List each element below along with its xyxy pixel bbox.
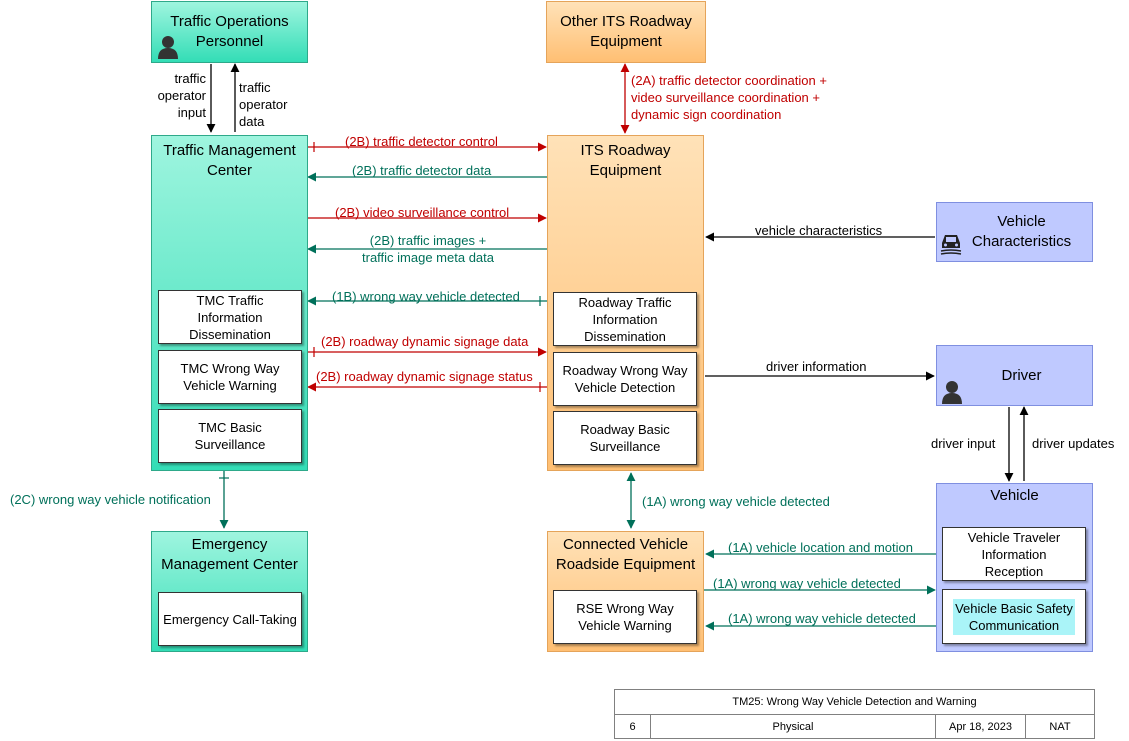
flow-label-2c: (2C) wrong way vehicle notification — [10, 492, 211, 507]
node-title: Vehicle — [990, 487, 1039, 504]
vehicle-basic-safety-communication[interactable]: Vehicle Basic Safety Communication — [942, 589, 1086, 644]
roadway-traffic-information-dissemination[interactable]: Roadway Traffic Information Disseminatio… — [553, 292, 697, 346]
roadway-wrong-way-vehicle-detection[interactable]: Roadway Wrong Way Vehicle Detection — [553, 352, 697, 406]
flow-label-driver-updates: driver updates — [1032, 436, 1115, 451]
flow-label-sign-status: (2B) roadway dynamic signage status — [316, 369, 533, 384]
node-title: Connected Vehicle Roadside Equipment — [555, 536, 696, 573]
roadway-basic-surveillance[interactable]: Roadway Basic Surveillance — [553, 411, 697, 465]
other-its-roadway-equipment-node[interactable]: Other ITS Roadway Equipment — [546, 1, 706, 63]
footer-view: Physical — [651, 715, 936, 739]
flow-label-operator-data: traffic operator data — [239, 80, 288, 129]
car-icon — [940, 235, 962, 255]
node-title: Traffic Management Center — [163, 142, 296, 179]
flow-label-det-ctrl: (2B) traffic detector control — [345, 134, 498, 149]
node-title: ITS Roadway Equipment — [580, 142, 671, 179]
tmc-basic-surveillance[interactable]: TMC Basic Surveillance — [158, 409, 302, 463]
vehicle-characteristics-node[interactable]: Vehicle Characteristics — [936, 202, 1093, 262]
emergency-call-taking[interactable]: Emergency Call-Taking — [158, 592, 302, 646]
flow-label-1b: (1B) wrong way vehicle detected — [332, 289, 520, 304]
flow-label-driver-info: driver information — [766, 359, 867, 374]
tmc-wrong-way-vehicle-warning[interactable]: TMC Wrong Way Vehicle Warning — [158, 350, 302, 404]
flow-label-sign-data: (2B) roadway dynamic signage data — [321, 334, 529, 349]
flow-label-driver-input: driver input — [931, 436, 996, 451]
flow-label-1a-to-rse: (1A) wrong way vehicle detected — [728, 611, 916, 626]
flow-label-2a: (2A) traffic detector coordination + vid… — [631, 73, 827, 122]
flow-label-1a-to-veh: (1A) wrong way vehicle detected — [713, 576, 901, 591]
node-title: Emergency Management Center — [161, 536, 298, 573]
flow-label-vid-ctrl: (2B) video surveillance control — [335, 205, 510, 220]
flow-label-1a-loc: (1A) vehicle location and motion — [728, 540, 913, 555]
node-title: Other ITS Roadway Equipment — [560, 13, 692, 50]
flow-label-veh-char: vehicle characteristics — [755, 223, 883, 238]
node-title: Driver — [1001, 367, 1042, 384]
vehicle-basic-safety-communication-label: Vehicle Basic Safety Communication — [953, 598, 1075, 635]
node-title: Vehicle Characteristics — [971, 213, 1072, 250]
driver-node[interactable]: Driver — [936, 345, 1093, 406]
flow-label-1a-its-rse: (1A) wrong way vehicle detected — [642, 494, 830, 509]
person-icon — [942, 381, 962, 404]
diagram-footer: TM25: Wrong Way Vehicle Detection and Wa… — [614, 689, 1095, 739]
tmc-traffic-information-dissemination[interactable]: TMC Traffic Information Dissemination — [158, 290, 302, 344]
traffic-operations-personnel-node[interactable]: Traffic Operations Personnel — [151, 1, 308, 63]
flow-label-det-data: (2B) traffic detector data — [352, 163, 492, 178]
footer-page-number: 6 — [615, 715, 651, 739]
footer-title: TM25: Wrong Way Vehicle Detection and Wa… — [615, 690, 1094, 715]
footer-date: Apr 18, 2023 — [936, 715, 1026, 739]
person-icon — [158, 36, 178, 59]
node-title: Traffic Operations Personnel — [170, 13, 289, 50]
flow-label-operator-input: traffic operator input — [157, 71, 206, 120]
vehicle-traveler-information-reception[interactable]: Vehicle Traveler Information Reception — [942, 527, 1086, 581]
rse-wrong-way-vehicle-warning[interactable]: RSE Wrong Way Vehicle Warning — [553, 590, 697, 644]
flow-label-images: (2B) traffic images + traffic image meta… — [362, 233, 494, 265]
footer-author: NAT — [1049, 721, 1071, 733]
